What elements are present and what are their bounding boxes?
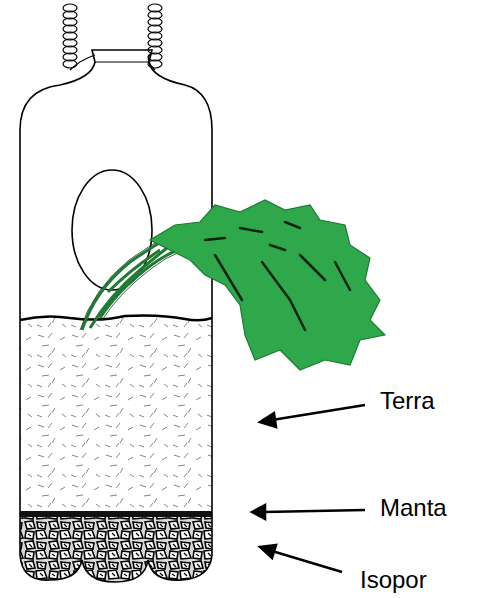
terra-label: Terra — [380, 388, 435, 414]
isopor-label: Isopor — [360, 567, 427, 593]
manta-label: Manta — [380, 495, 447, 521]
